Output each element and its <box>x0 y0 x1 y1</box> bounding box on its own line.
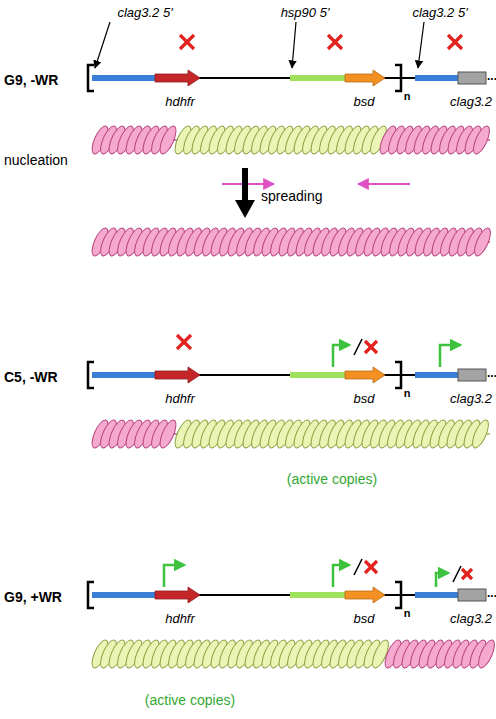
process-label: spreading <box>261 189 323 203</box>
hdhfr-gene <box>155 367 200 383</box>
pointer-arrow <box>418 22 424 68</box>
panel-label: G9, +WR <box>4 590 62 604</box>
clag-promoter <box>92 75 155 81</box>
chromatin-coil <box>89 124 179 156</box>
hsp90-promoter <box>290 75 345 81</box>
active-promoter-arrow <box>333 565 349 587</box>
left-bracket <box>88 582 94 608</box>
chromatin-coil <box>377 124 493 156</box>
clag3.2-gene <box>458 72 486 84</box>
chromatin-coil <box>89 226 494 258</box>
clag-promoter <box>415 372 458 378</box>
x-stroke <box>462 569 472 579</box>
helix-turn <box>471 226 493 258</box>
silenced-mark <box>462 569 472 579</box>
promoter-label: hsp90 5' <box>281 6 330 19</box>
silenced-mark <box>365 561 377 573</box>
process-label: nucleation <box>4 153 68 167</box>
x-stroke <box>177 335 191 349</box>
x-stroke <box>180 35 194 49</box>
silenced-mark <box>180 35 194 49</box>
state-note: (active copies) <box>287 472 377 486</box>
slash <box>354 559 362 575</box>
active-promoter-arrow <box>164 565 184 587</box>
chromatin-coil <box>172 418 492 450</box>
bsd-gene <box>345 587 385 603</box>
gene-label: hdhfr <box>165 612 195 625</box>
bsd-gene <box>345 70 385 86</box>
clag-promoter <box>415 75 458 81</box>
pointer-arrow <box>95 22 110 68</box>
chromatin-coil <box>172 124 390 156</box>
copy-number: n <box>404 388 411 399</box>
gene-label: bsd <box>354 95 375 108</box>
gene-label: hdhfr <box>165 95 195 108</box>
promoter-label: clag3.2 5' <box>117 6 172 19</box>
x-stroke <box>328 35 342 49</box>
continuation-dots: ... <box>487 587 496 599</box>
clag-promoter <box>92 592 155 598</box>
gene-label: hdhfr <box>165 392 195 405</box>
x-stroke <box>448 35 462 49</box>
helix-turn <box>470 124 492 156</box>
active-promoter-arrow <box>436 573 448 587</box>
silenced-mark <box>177 335 191 349</box>
x-stroke <box>365 341 377 353</box>
active-promoter-arrow <box>333 345 349 367</box>
copy-number: n <box>404 608 411 619</box>
gene-label: bsd <box>354 392 375 405</box>
x-stroke <box>180 35 194 49</box>
panel-label: G9, -WR <box>4 73 58 87</box>
gene-label: bsd <box>354 612 375 625</box>
hsp90-promoter <box>290 592 345 598</box>
slash <box>354 339 362 355</box>
helix-turn <box>469 418 491 450</box>
left-bracket <box>88 65 94 91</box>
gene-label: clag3.2 <box>450 392 492 405</box>
x-stroke <box>177 335 191 349</box>
x-stroke <box>365 341 377 353</box>
x-stroke <box>365 561 377 573</box>
gene-label: clag3.2 <box>450 612 492 625</box>
hdhfr-gene <box>155 70 200 86</box>
clag-promoter <box>92 372 155 378</box>
helix-turn <box>475 638 496 670</box>
silenced-mark <box>328 35 342 49</box>
spreading-arrow <box>358 183 410 185</box>
chromatin-coil <box>89 638 392 670</box>
x-stroke <box>448 35 462 49</box>
x-stroke <box>462 569 472 579</box>
x-stroke <box>328 35 342 49</box>
continuation-dots: ... <box>487 70 496 82</box>
panel-label: C5, -WR <box>4 370 58 384</box>
chromatin-coil <box>382 638 496 670</box>
gene-label: clag3.2 <box>450 95 492 108</box>
left-bracket <box>88 362 94 388</box>
silenced-mark <box>365 341 377 353</box>
slash <box>453 566 461 582</box>
hdhfr-gene <box>155 587 200 603</box>
x-stroke <box>365 561 377 573</box>
hsp90-promoter <box>290 372 345 378</box>
chromatin-coil <box>89 418 179 450</box>
right-bracket <box>395 65 401 91</box>
silenced-mark <box>448 35 462 49</box>
pointer-arrow <box>292 22 296 68</box>
right-bracket <box>395 362 401 388</box>
transition-arrow <box>235 168 255 218</box>
copy-number: n <box>404 91 411 102</box>
bsd-gene <box>345 367 385 383</box>
active-promoter-arrow <box>440 345 460 367</box>
state-note: (active copies) <box>145 693 235 707</box>
clag3.2-gene <box>458 369 486 381</box>
clag3.2-gene <box>458 589 486 601</box>
right-bracket <box>395 582 401 608</box>
continuation-dots: ... <box>487 367 496 379</box>
clag-promoter <box>415 592 458 598</box>
promoter-label: clag3.2 5' <box>412 6 467 19</box>
